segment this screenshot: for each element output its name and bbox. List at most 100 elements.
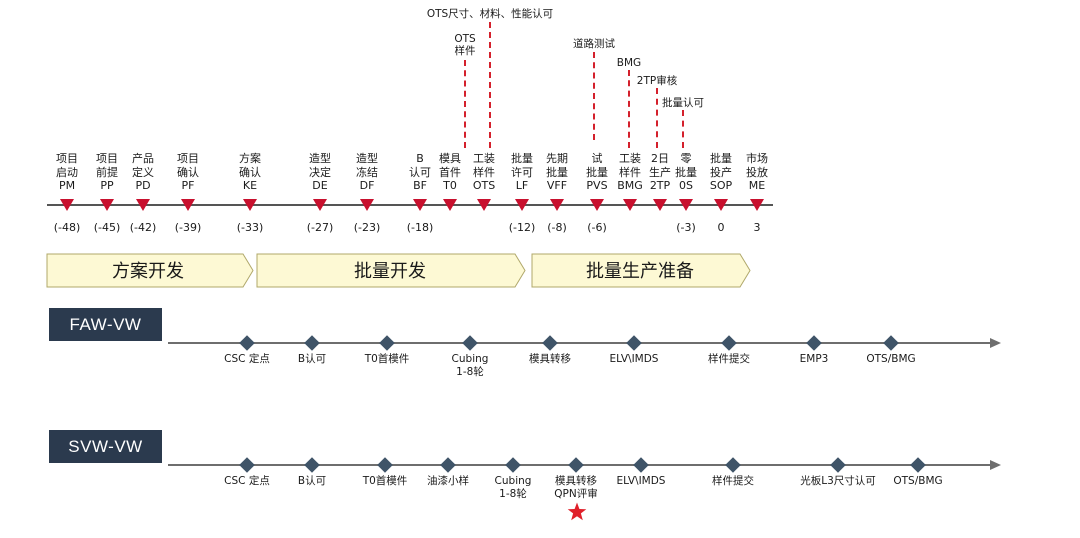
diamond-icon [830, 457, 846, 473]
lane-event-label: EMP3 [799, 353, 829, 365]
diamond-icon [725, 457, 741, 473]
diamond-icon [239, 457, 255, 473]
milestone-week: (-27) [306, 221, 334, 234]
annotation-dashed-line [656, 88, 658, 148]
milestone-marker [714, 199, 728, 211]
lane-event-label: T0首模件 [362, 475, 408, 487]
diamond-icon [304, 335, 320, 351]
phase-chevron-1 [46, 253, 254, 288]
annotation-dashed-line [682, 110, 684, 148]
annotation-dashed-line [464, 60, 466, 148]
milestone-week: (-8) [547, 221, 567, 234]
lane-event-label: ELV\IMDS [616, 475, 666, 487]
diamond-icon [462, 335, 478, 351]
lane-event-label: 光板L3尺寸认可 [800, 475, 876, 487]
milestone-marker [413, 199, 427, 211]
lane-label: FAW-VW [49, 308, 162, 341]
annotation-label: OTS尺寸、材料、性能认可 [426, 8, 554, 20]
annotation-dashed-line [489, 22, 491, 148]
milestone-marker [750, 199, 764, 211]
lane-event-label: ELV\IMDS [609, 353, 659, 365]
phase-label: 批量开发 [354, 261, 426, 282]
milestone-marker [60, 199, 74, 211]
lane-event-label: 样件提交 [708, 353, 750, 365]
milestone-marker [243, 199, 257, 211]
lane-event-label: T0首模件 [364, 353, 410, 365]
diamond-icon [379, 335, 395, 351]
phase-label: 方案开发 [112, 261, 184, 282]
milestone-marker [136, 199, 150, 211]
lane-event-label: B认可 [297, 353, 327, 365]
lane-arrow-icon [990, 338, 1001, 348]
milestone-week: (-48) [53, 221, 81, 234]
milestone-week: (-6) [587, 221, 607, 234]
milestone-week: 0 [717, 221, 725, 234]
milestone-marker [477, 199, 491, 211]
milestone-marker [443, 199, 457, 211]
milestone-week: (-45) [93, 221, 121, 234]
milestone-week: (-18) [406, 221, 434, 234]
annotation-label: 2TP审核 [636, 75, 678, 87]
lane-arrow-icon [990, 460, 1001, 470]
annotation-dashed-line [593, 52, 595, 140]
lane-event-label: 样件提交 [712, 475, 754, 487]
lane-event-label: CSC 定点 [224, 475, 270, 487]
diamond-icon [806, 335, 822, 351]
diamond-icon [568, 457, 584, 473]
diamond-icon [440, 457, 456, 473]
timeline-axis [47, 204, 773, 206]
lane-event-label: B认可 [297, 475, 327, 487]
diamond-icon [910, 457, 926, 473]
milestone-marker [590, 199, 604, 211]
lane-event-label: 油漆小样 [427, 475, 469, 487]
annotation-label: BMG [616, 57, 642, 69]
milestone-week: (-12) [508, 221, 536, 234]
milestone-week: (-33) [236, 221, 264, 234]
milestone-marker [100, 199, 114, 211]
milestone-marker [653, 199, 667, 211]
lane-axis [168, 342, 992, 344]
diamond-icon [304, 457, 320, 473]
phase-bar [46, 253, 751, 288]
diamond-icon [377, 457, 393, 473]
annotation-label: 道路测试 [573, 38, 615, 50]
milestone-week: (-3) [676, 221, 696, 234]
milestone-marker [550, 199, 564, 211]
milestone-marker [181, 199, 195, 211]
milestone-week: (-39) [174, 221, 202, 234]
annotation-dashed-line [628, 70, 630, 148]
milestone-marker [679, 199, 693, 211]
diamond-icon [239, 335, 255, 351]
milestone-marker [360, 199, 374, 211]
lane-event-label: OTS/BMG [866, 353, 916, 365]
diamond-icon [721, 335, 737, 351]
milestone-week: 3 [753, 221, 761, 234]
diamond-icon [883, 335, 899, 351]
milestone-week: (-42) [129, 221, 157, 234]
lane-event-label: OTS/BMG [893, 475, 943, 487]
annotation-label: 批量认可 [662, 97, 704, 109]
milestone-week: (-23) [353, 221, 381, 234]
milestone-marker [623, 199, 637, 211]
